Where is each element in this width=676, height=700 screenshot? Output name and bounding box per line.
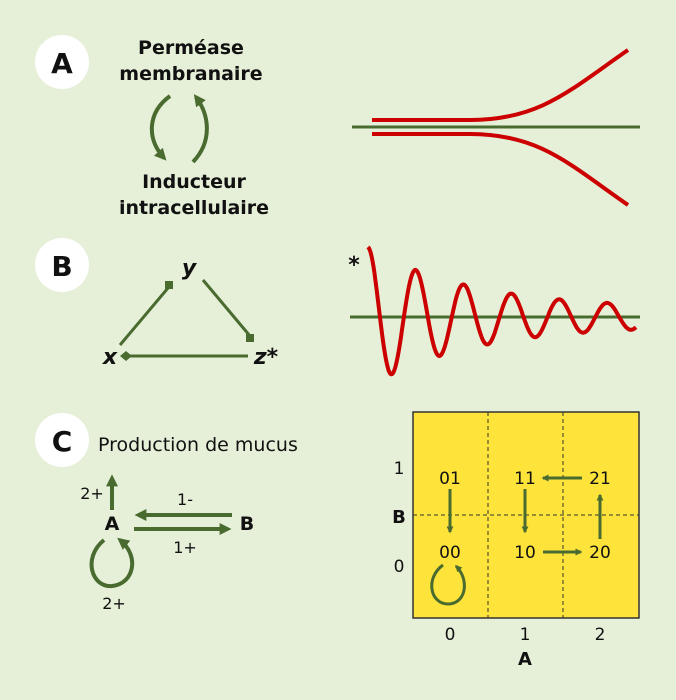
x-tick-0: 0 xyxy=(445,625,456,645)
label-b-to-a: 1- xyxy=(177,490,193,509)
y-tick-0: 0 xyxy=(394,557,405,577)
x-tick-2: 2 xyxy=(595,625,606,645)
inducteur-label-line1: Inducteur xyxy=(142,171,246,193)
state-10: 10 xyxy=(514,543,536,563)
edge-x-to-y-head xyxy=(165,281,173,289)
permease-label-line2: membranaire xyxy=(119,63,262,85)
arrow-permease-to-inducteur xyxy=(149,94,172,161)
damped-oscillation-curve xyxy=(366,245,638,377)
bifurcation-lower-branch xyxy=(372,132,630,207)
arrow-inducteur-to-permease xyxy=(191,94,209,164)
production-mucus-label: Production de mucus xyxy=(98,434,298,456)
bifurcation-upper-branch xyxy=(372,48,630,122)
edge-y-to-z-head xyxy=(246,334,254,342)
panel-c: C Production de mucus 2+ A B 1- 1+ 2+ 01… xyxy=(35,411,640,670)
panel-a-letter: A xyxy=(51,47,73,80)
permease-label-line1: Perméase xyxy=(138,37,244,59)
self-loop-a xyxy=(89,537,135,589)
state-01: 01 xyxy=(439,469,461,489)
node-b-label: B xyxy=(240,513,254,535)
panel-a: A Perméase membranaire Inducteur intrace… xyxy=(35,35,640,219)
panel-b-badge xyxy=(35,238,89,292)
label-a-to-b: 1+ xyxy=(173,538,197,557)
panel-b: B y x z* * xyxy=(35,238,640,377)
node-x-label: x xyxy=(102,345,118,370)
panel-b-letter: B xyxy=(51,250,72,283)
inducteur-label-line2: intracellulaire xyxy=(119,197,269,219)
x-axis-label: A xyxy=(518,649,532,670)
node-z-label: z* xyxy=(253,345,279,370)
x-tick-1: 1 xyxy=(520,625,531,645)
edge-z-to-x-head xyxy=(120,351,132,361)
label-a-to-mucus: 2+ xyxy=(80,484,104,503)
oscillation-star: * xyxy=(348,253,360,278)
self-loop-00 xyxy=(430,563,466,606)
panel-c-letter: C xyxy=(52,425,73,458)
panel-a-badge xyxy=(35,35,89,89)
edge-y-to-z xyxy=(201,279,252,337)
state-00: 00 xyxy=(439,543,461,563)
y-axis-label: B xyxy=(392,507,406,528)
state-21: 21 xyxy=(589,469,611,489)
y-tick-1: 1 xyxy=(394,459,405,479)
panel-c-badge xyxy=(35,413,89,467)
node-y-label: y xyxy=(182,256,198,281)
state-11: 11 xyxy=(514,469,536,489)
node-a-label: A xyxy=(105,513,120,535)
label-self-loop: 2+ xyxy=(102,594,126,613)
edge-x-to-y xyxy=(118,287,170,346)
state-20: 20 xyxy=(589,543,611,563)
